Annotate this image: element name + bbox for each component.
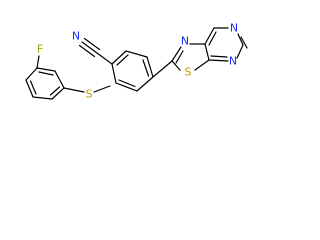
pyrimidine-ring <box>204 27 248 62</box>
molecule-drawing: F S N N S N N <box>25 22 248 101</box>
bond <box>111 50 127 65</box>
double-bond-inner <box>49 86 61 96</box>
double-bond-inner <box>118 79 136 88</box>
bond <box>136 76 154 92</box>
double-bond-inner <box>38 71 54 76</box>
atom-label-sulfur-bridge: S <box>86 88 93 101</box>
double-bond-inner <box>175 50 184 64</box>
bond-c-n <box>171 46 182 62</box>
bond <box>125 50 148 58</box>
atom-label-pyrimidine-nitrogen-top: N <box>230 22 238 35</box>
double-bond-inner <box>208 31 217 46</box>
bond <box>208 59 229 62</box>
thiazole-ring <box>171 43 210 71</box>
bond-aryl-thiazole <box>152 60 173 78</box>
bond <box>237 33 244 46</box>
thioether-bridge <box>63 85 111 93</box>
bond <box>115 82 138 92</box>
atom-label-thiazole-nitrogen: N <box>181 35 189 48</box>
structure-diagram: F S N N S N N <box>25 22 248 101</box>
double-bond-inner <box>29 80 37 95</box>
atom-label-nitrile-nitrogen: N <box>72 30 80 43</box>
triple-bond <box>83 37 101 51</box>
atom-label-thiazole-sulfur: S <box>185 66 192 79</box>
bond <box>36 67 56 72</box>
triple-bond <box>81 41 98 54</box>
bond <box>236 44 244 59</box>
bond <box>111 63 117 84</box>
bond <box>25 67 38 81</box>
bond-c-s <box>63 87 85 93</box>
bond-c-f <box>36 55 40 69</box>
benzonitrile-ring <box>78 37 154 92</box>
fluorophenyl-ring <box>25 55 65 100</box>
bond-c-c-fused <box>204 43 210 61</box>
bond <box>204 27 215 45</box>
bond-c-cn <box>96 52 113 65</box>
bond <box>146 56 154 78</box>
bond <box>51 87 65 100</box>
atom-label-pyrimidine-nitrogen-bottom: N <box>229 55 237 68</box>
double-bond-inner <box>142 59 150 77</box>
bond-c-s <box>194 59 210 71</box>
atom-label-fluorine: F <box>37 43 43 56</box>
bond <box>25 79 34 98</box>
bond-s-c <box>93 85 111 93</box>
double-bond-inner <box>240 36 248 49</box>
triple-bond <box>78 44 96 58</box>
double-bond-inner <box>210 55 228 58</box>
bond <box>54 70 65 89</box>
bond <box>32 96 53 100</box>
bond-s-c <box>171 60 181 71</box>
double-bond-inner <box>116 54 129 66</box>
